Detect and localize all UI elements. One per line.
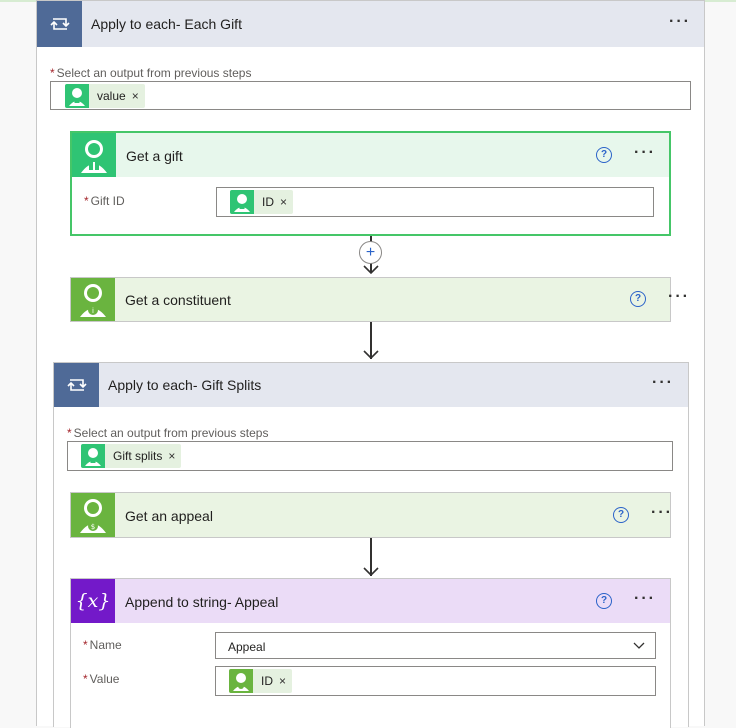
gift-splits-token[interactable]: Gift splits × bbox=[81, 444, 182, 468]
inner-loop-title: Apply to each- Gift Splits bbox=[108, 377, 262, 393]
loop-icon bbox=[37, 1, 82, 47]
remove-token-icon[interactable]: × bbox=[131, 89, 139, 103]
remove-token-icon[interactable]: × bbox=[168, 449, 176, 463]
appeal-icon bbox=[229, 669, 253, 693]
get-gift-header[interactable]: Get a gift ? ··· bbox=[72, 133, 669, 177]
get-appeal-menu-icon[interactable]: ··· bbox=[651, 504, 673, 521]
name-select[interactable]: Appeal bbox=[215, 632, 656, 659]
outer-loop-container: Apply to each- Each Gift ··· *Select an … bbox=[36, 0, 705, 728]
get-gift-menu-icon[interactable]: ··· bbox=[634, 144, 656, 161]
value-token[interactable]: value × bbox=[65, 84, 145, 108]
constituent-icon: i bbox=[71, 278, 115, 321]
gift-icon bbox=[65, 84, 89, 108]
inner-select-label: *Select an output from previous steps bbox=[67, 426, 269, 440]
chevron-down-icon[interactable] bbox=[633, 642, 645, 650]
inner-select-input[interactable]: Gift splits × bbox=[67, 441, 673, 471]
arrow-head-icon bbox=[363, 567, 379, 577]
required-mark: * bbox=[50, 66, 55, 80]
outer-loop-menu-icon[interactable]: ··· bbox=[669, 13, 691, 30]
variable-icon: {x} bbox=[71, 579, 115, 623]
arrow-head-icon bbox=[363, 265, 379, 275]
name-label: *Name bbox=[83, 638, 122, 652]
help-icon[interactable]: ? bbox=[596, 147, 612, 163]
get-constituent-card[interactable]: i Get a constituent ? ··· bbox=[70, 277, 688, 322]
append-header[interactable]: {x} Append to string- Appeal ? ··· bbox=[71, 579, 670, 623]
append-title: Append to string- Appeal bbox=[125, 594, 279, 610]
value-label: *Value bbox=[83, 672, 120, 686]
get-appeal-title: Get an appeal bbox=[125, 508, 213, 524]
gift-icon bbox=[72, 133, 116, 177]
outer-select-input[interactable]: value × bbox=[50, 81, 691, 110]
gift-id-input[interactable]: ID × bbox=[216, 187, 654, 217]
remove-token-icon[interactable]: × bbox=[280, 195, 288, 209]
help-icon[interactable]: ? bbox=[630, 291, 646, 307]
outer-loop-header[interactable]: Apply to each- Each Gift ··· bbox=[37, 1, 704, 47]
arrow-head-icon bbox=[363, 350, 379, 360]
inner-loop-header[interactable]: Apply to each- Gift Splits ··· bbox=[54, 363, 688, 407]
get-constituent-title: Get a constituent bbox=[125, 292, 231, 308]
help-icon[interactable]: ? bbox=[596, 593, 612, 609]
append-card[interactable]: {x} Append to string- Appeal ? ··· *Name… bbox=[70, 578, 671, 728]
connector-line bbox=[370, 322, 372, 359]
add-step-button[interactable]: + bbox=[359, 241, 382, 264]
name-select-value: Appeal bbox=[228, 640, 266, 654]
gift-icon bbox=[230, 190, 254, 214]
connector-line bbox=[370, 538, 372, 576]
remove-token-icon[interactable]: × bbox=[279, 674, 287, 688]
inner-loop-container: Apply to each- Gift Splits ··· *Select a… bbox=[53, 362, 689, 728]
gift-id-label: *Gift ID bbox=[84, 194, 125, 208]
svg-text:$: $ bbox=[91, 523, 95, 531]
get-appeal-card[interactable]: $ Get an appeal ? ··· bbox=[70, 492, 671, 538]
svg-text:i: i bbox=[92, 307, 94, 315]
get-gift-title: Get a gift bbox=[126, 148, 183, 164]
inner-loop-menu-icon[interactable]: ··· bbox=[652, 374, 674, 391]
outer-loop-title: Apply to each- Each Gift bbox=[91, 16, 242, 32]
value-input[interactable]: ID × bbox=[215, 666, 656, 696]
id-token[interactable]: ID × bbox=[229, 669, 293, 693]
gift-icon bbox=[81, 444, 105, 468]
get-constituent-menu-icon[interactable]: ··· bbox=[668, 288, 690, 305]
append-menu-icon[interactable]: ··· bbox=[634, 590, 656, 607]
get-gift-card[interactable]: Get a gift ? ··· *Gift ID ID × bbox=[70, 131, 671, 236]
appeal-icon: $ bbox=[71, 493, 115, 537]
loop-icon bbox=[54, 363, 99, 407]
id-token[interactable]: ID × bbox=[230, 190, 294, 214]
outer-select-label: *Select an output from previous steps bbox=[50, 66, 252, 80]
help-icon[interactable]: ? bbox=[613, 507, 629, 523]
